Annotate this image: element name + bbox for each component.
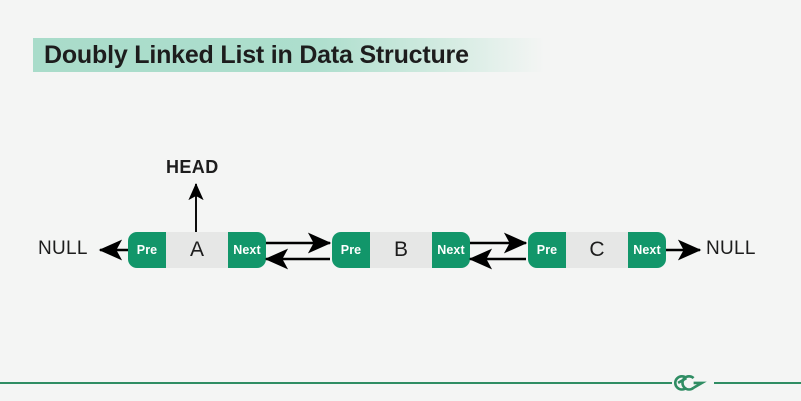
node-a-next-cell: Next [228,232,266,268]
list-node-c: Pre C Next [528,232,666,268]
page-title: Doubly Linked List in Data Structure [44,40,469,69]
node-b-prev-cell: Pre [332,232,370,268]
title-highlight-band: Doubly Linked List in Data Structure [33,38,545,72]
node-a-prev-cell: Pre [128,232,166,268]
null-terminator-right: NULL [706,238,756,259]
node-b-next-cell: Next [432,232,470,268]
node-c-value-cell: C [566,232,628,268]
null-terminator-left: NULL [38,238,88,259]
node-c-next-cell: Next [628,232,666,268]
node-c-prev-cell: Pre [528,232,566,268]
node-b-value-cell: B [370,232,432,268]
head-pointer-label: HEAD [166,157,219,177]
list-node-b: Pre B Next [332,232,470,268]
footer-rule-right [714,382,801,384]
geeksforgeeks-logo [674,375,707,391]
footer-rule-left [0,382,672,384]
node-a-value-cell: A [166,232,228,268]
list-node-a: Pre A Next [128,232,266,268]
